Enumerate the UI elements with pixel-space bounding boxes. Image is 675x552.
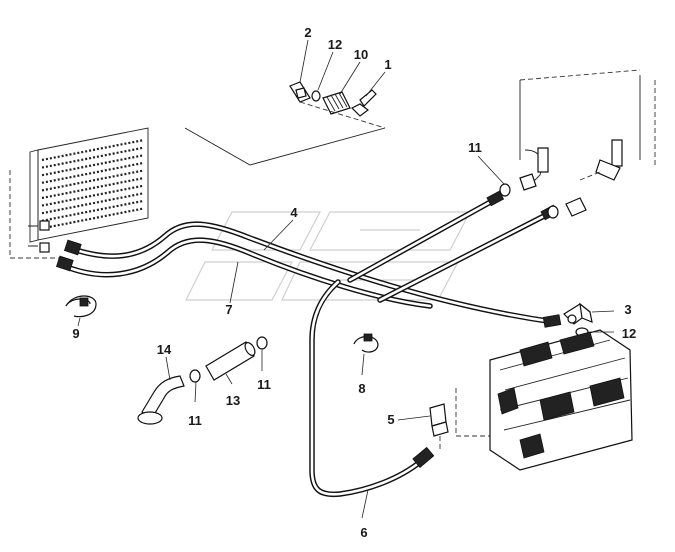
- frame-outline: [184, 69, 656, 191]
- clamp-8: [353, 333, 379, 353]
- leader-lines: [77, 39, 615, 519]
- callout-2: 2: [304, 25, 311, 40]
- callout-6: 6: [360, 525, 367, 540]
- radiator-fin-row: [41, 154, 145, 177]
- radiator-fin-row: [41, 184, 145, 207]
- tank-connectors: [519, 139, 623, 217]
- radiator-fin-row: [41, 161, 145, 184]
- radiator-cooler: [9, 127, 149, 259]
- radiator-fin-row: [41, 146, 145, 169]
- sleeve-13: [205, 341, 256, 381]
- callout-14: 14: [157, 342, 172, 357]
- clamp-9: [65, 295, 97, 318]
- callout-5: 5: [387, 412, 394, 427]
- radiator-fin-row: [41, 199, 145, 222]
- radiator-fin-row: [41, 169, 145, 192]
- elbow-pipe-14: [137, 375, 185, 425]
- callout-10: 10: [354, 47, 368, 62]
- hose-7: [59, 237, 433, 309]
- elbow-fitting-3: [563, 302, 593, 325]
- radiator-fin-row: [41, 192, 145, 215]
- callout-3: 3: [624, 302, 631, 317]
- hose-upper-right: [347, 197, 551, 303]
- fitting-5: [429, 388, 500, 450]
- callout-8: 8: [358, 381, 365, 396]
- callout-7: 7: [225, 302, 232, 317]
- callout-12: 12: [328, 37, 342, 52]
- watermark-logo: [185, 211, 471, 301]
- hose-4: [67, 221, 557, 325]
- callout-1: 1: [384, 57, 391, 72]
- callout-4: 4: [290, 205, 298, 220]
- callout-13: 13: [226, 393, 240, 408]
- radiator-fin-row: [41, 176, 145, 200]
- callout-11: 11: [257, 377, 271, 392]
- valve-parts-top: [289, 81, 386, 129]
- callout-11: 11: [188, 413, 202, 428]
- radiator-fin-row: [41, 207, 145, 230]
- valve-block: [489, 329, 633, 471]
- radiator-fin-row: [41, 138, 145, 162]
- callout-9: 9: [72, 326, 79, 341]
- callout-11: 11: [468, 140, 482, 155]
- hose-6: [309, 279, 423, 498]
- hose-fittings: [55, 190, 562, 468]
- o-rings: [189, 90, 589, 383]
- callout-12: 12: [622, 326, 636, 341]
